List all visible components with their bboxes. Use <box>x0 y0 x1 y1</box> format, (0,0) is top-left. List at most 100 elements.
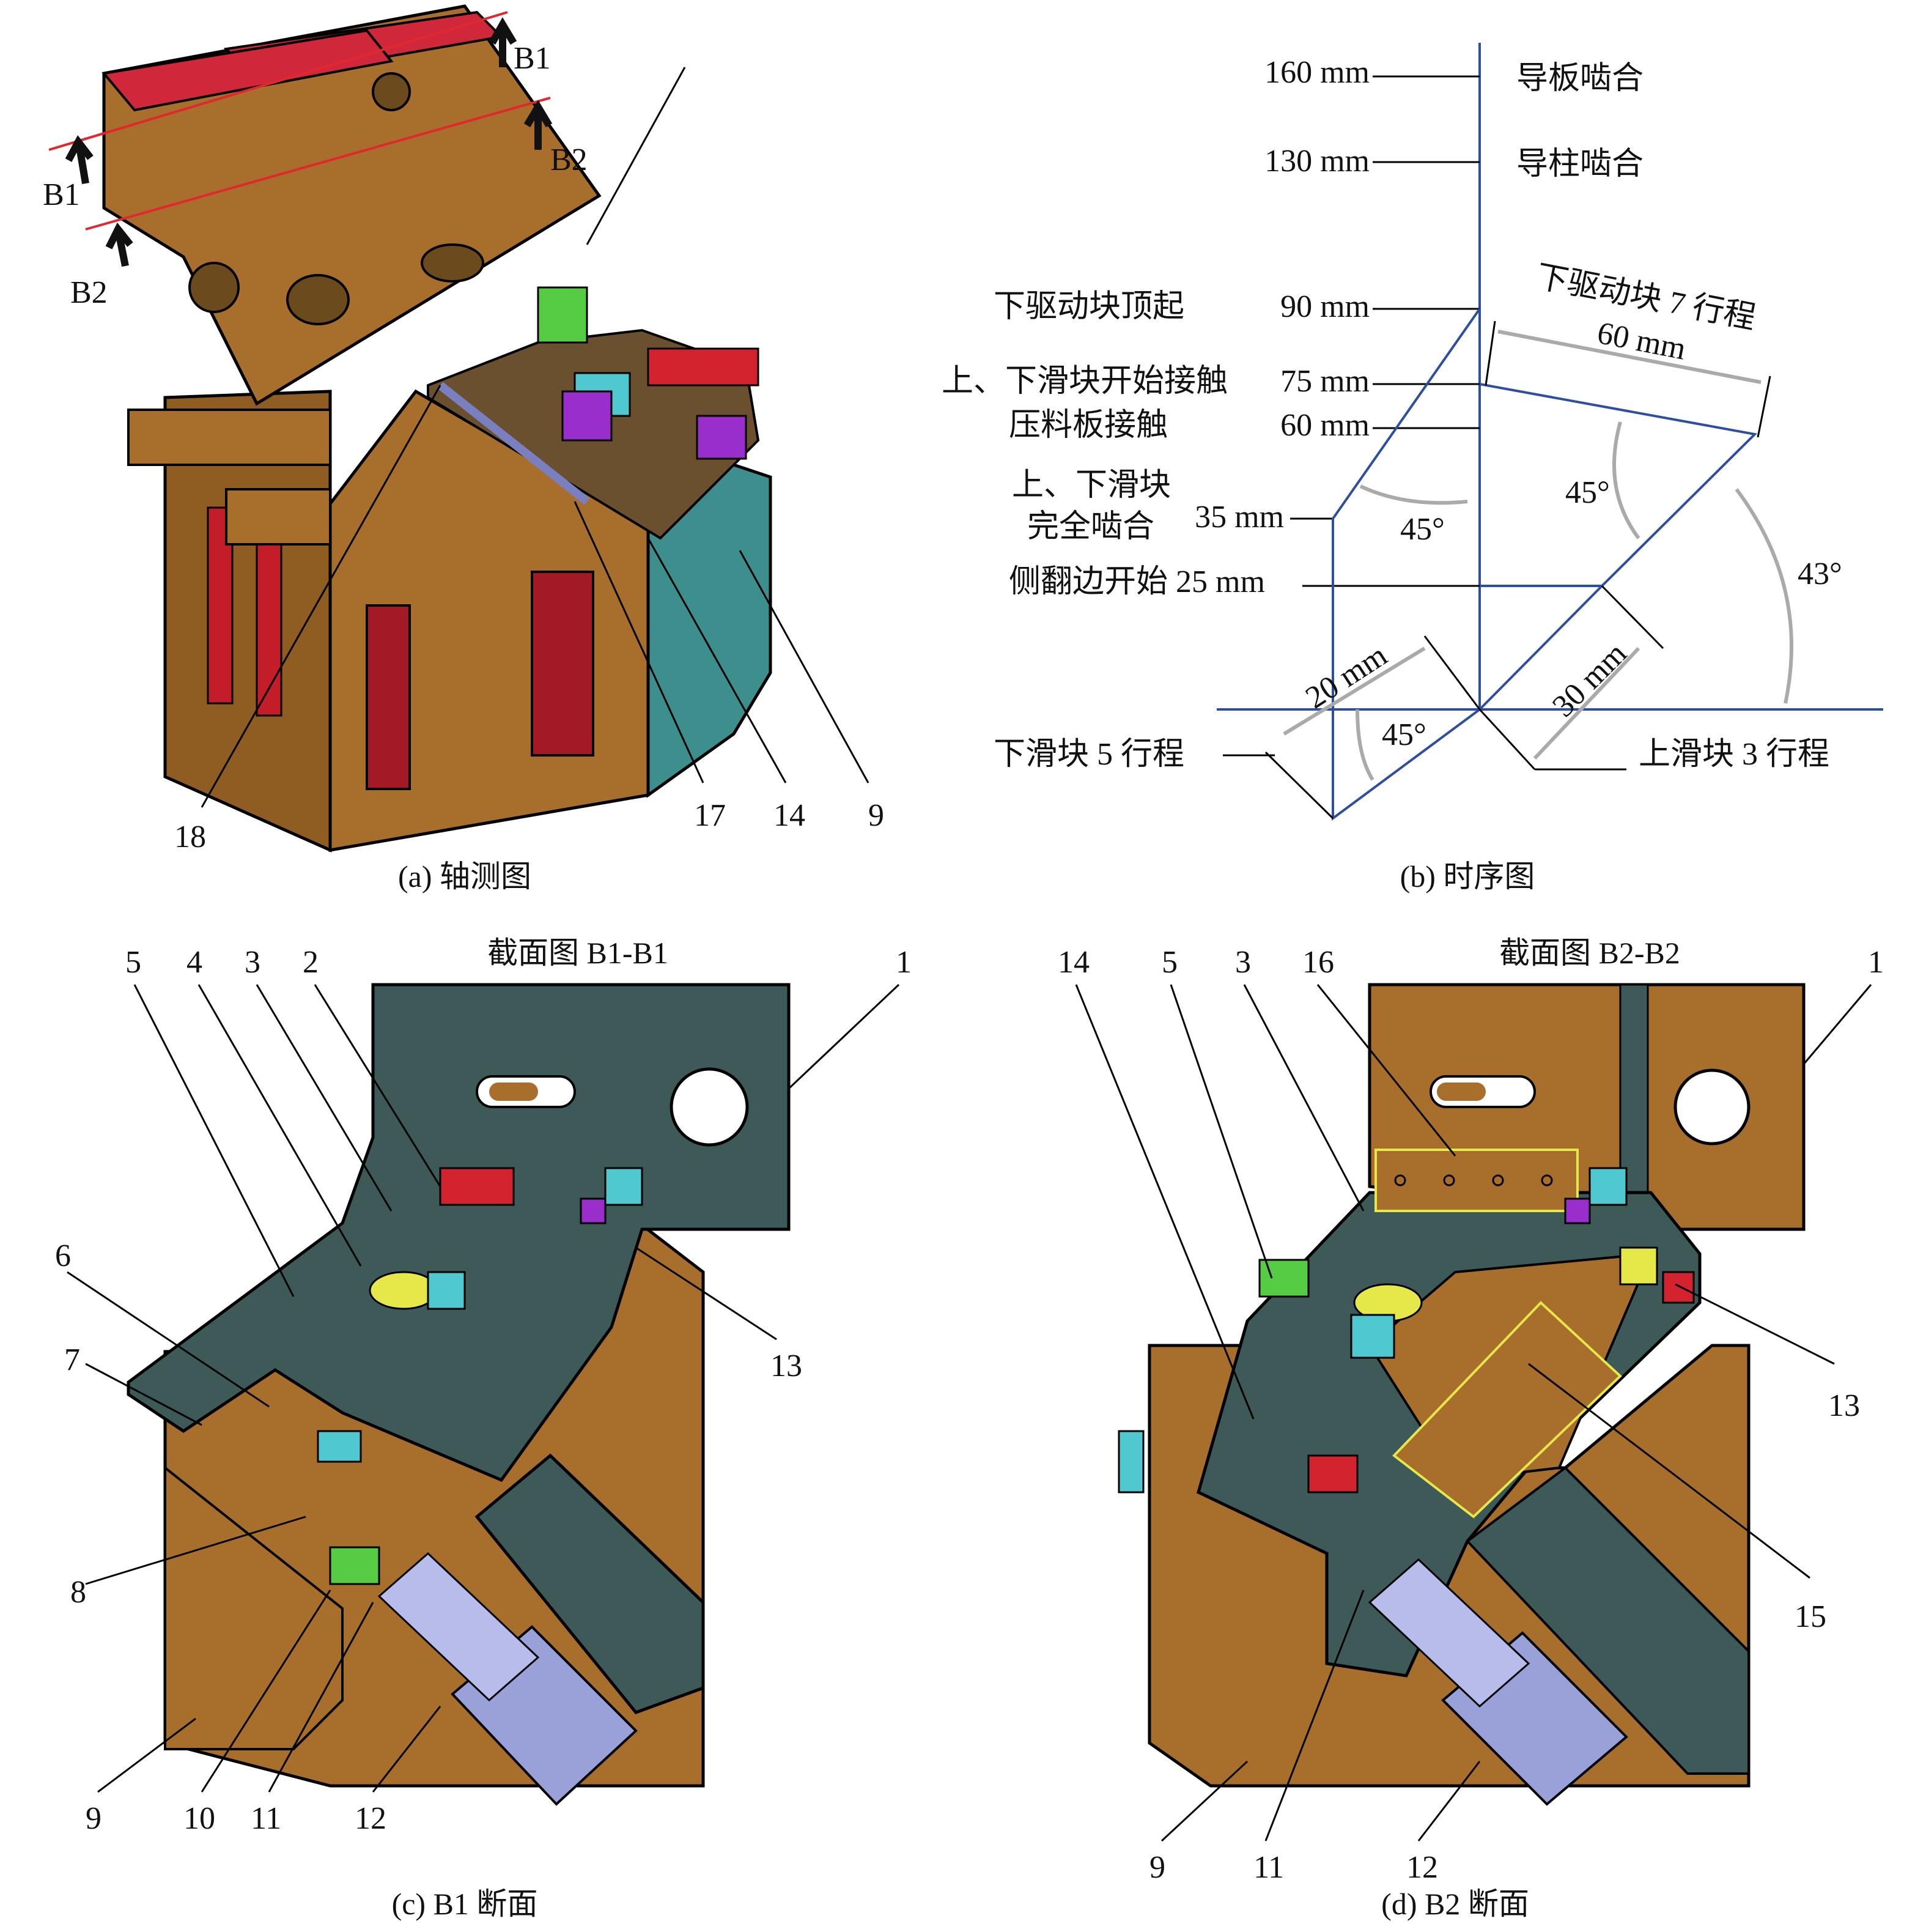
callout-d-12: 12 <box>1406 1850 1438 1885</box>
c-leader-6 <box>67 1271 270 1408</box>
c-leader-8 <box>85 1516 306 1585</box>
d-cyan-block <box>1588 1167 1628 1206</box>
c-leader-10 <box>201 1590 331 1793</box>
d-leader-1 <box>1802 984 1872 1065</box>
panel-d-b2-section: 截面图 B2-B2 <box>1058 936 1884 1921</box>
left-post-2 <box>256 531 282 717</box>
c-cyan-mid <box>427 1271 466 1310</box>
timeline-event-75: 上、下滑块开始接触 <box>942 364 1228 399</box>
section-mark-b2-right: B2 <box>550 142 588 177</box>
upper-slider-slope <box>1478 585 1603 711</box>
upper-hole-3 <box>421 243 484 283</box>
magenta-block <box>561 390 613 442</box>
d-plate-15 <box>1392 1301 1622 1519</box>
timeline-event-160: 导板啮合 <box>1516 61 1644 96</box>
d-leader-12 <box>1417 1761 1481 1841</box>
left-plate-lower <box>225 488 331 546</box>
c-green-block <box>329 1546 380 1585</box>
d-slot-inner <box>1437 1083 1486 1101</box>
c-leader-12 <box>372 1706 441 1793</box>
c-magenta-block <box>580 1197 607 1224</box>
timeline-value-160: 160 mm <box>1264 55 1370 90</box>
callout-a-17: 17 <box>694 798 726 833</box>
callout-c-12: 12 <box>355 1801 386 1836</box>
arrow-b1-right <box>489 17 517 67</box>
section-title-b2: 截面图 B2-B2 <box>1499 936 1680 970</box>
dim-lower-tick-b <box>1264 751 1334 820</box>
c-round-hole <box>670 1067 749 1147</box>
d-leader-3 <box>1243 984 1365 1212</box>
leader-9 <box>739 550 869 783</box>
caption-d: (d) B2 断面 <box>1381 1887 1529 1921</box>
callout-c-10: 10 <box>183 1801 215 1836</box>
d-plate-16-bolt-4 <box>1541 1174 1553 1186</box>
d-red-wedge <box>1307 1454 1359 1493</box>
caption-c: (c) B1 断面 <box>392 1887 538 1921</box>
upper-hole-2 <box>286 274 350 325</box>
timeline-event-130: 导柱啮合 <box>1516 147 1644 182</box>
dim-drive-block <box>1497 330 1762 384</box>
timeline-value-25: 侧翻边开始 25 mm <box>1009 564 1265 599</box>
dim-lower-tick-a <box>1423 635 1481 710</box>
timeline-value-75: 75 mm <box>1280 364 1370 399</box>
callout-c-1: 1 <box>896 945 912 980</box>
callout-c-3: 3 <box>245 945 260 980</box>
window-right <box>531 571 594 757</box>
d-round-hole <box>1673 1068 1751 1146</box>
callout-c-5: 5 <box>125 945 141 980</box>
d-cyan-mid <box>1350 1314 1395 1359</box>
upper-slider-path <box>1479 383 1758 587</box>
callout-d-16: 16 <box>1302 945 1334 980</box>
dim-drive-tick-b <box>1757 376 1771 438</box>
c-cyan-block-top <box>604 1167 643 1206</box>
arrow-b2-left <box>105 222 133 267</box>
callout-c-6: 6 <box>55 1238 71 1273</box>
d-leader-16 <box>1316 984 1456 1157</box>
callout-d-5: 5 <box>1162 945 1178 980</box>
caption-a: (a) 轴测图 <box>398 859 531 894</box>
d-cylinder-rod <box>1368 1558 1530 1708</box>
red-rail <box>647 347 759 387</box>
c-cyan-left <box>317 1430 362 1463</box>
d-red-block <box>1662 1271 1695 1304</box>
c-leader-5 <box>133 984 295 1297</box>
angle-label-left: 45° <box>1400 512 1445 547</box>
green-part <box>537 286 588 344</box>
c-diagonal-web <box>474 1453 705 1714</box>
panel-a-axonometric: B1 B2 B1 B2 18 17 14 9 (a) 轴测图 <box>43 4 884 894</box>
callout-d-15: 15 <box>1795 1599 1826 1634</box>
callout-a-18: 18 <box>174 820 206 854</box>
c-leader-2 <box>314 984 441 1187</box>
arrow-b2-right <box>523 100 553 150</box>
guide-rod <box>437 382 590 505</box>
d-leader-14 <box>1075 984 1255 1419</box>
upper-hole-4 <box>372 72 411 111</box>
c-cylinder-rod <box>377 1552 540 1702</box>
left-plate <box>127 409 331 466</box>
d-leader-13 <box>1675 1283 1835 1365</box>
angle-label-right: 43° <box>1798 557 1842 591</box>
c-leader-3 <box>256 984 393 1212</box>
section-title-b1: 截面图 B1-B1 <box>487 936 668 970</box>
dim-upper-slider <box>1533 646 1640 760</box>
callout-c-4: 4 <box>186 945 202 980</box>
panel-b-timing: 160 mm 导板啮合 130 mm 导柱啮合 90 mm 下驱动块顶起 75 … <box>942 43 1883 894</box>
section-line-b2 <box>85 97 551 231</box>
angle-label-mid: 45° <box>1565 475 1610 510</box>
c-leader-4 <box>197 984 362 1267</box>
d-leader-9 <box>1160 1760 1249 1842</box>
angle-arc-mid-45 <box>1612 421 1640 539</box>
dim-drive-tick-a <box>1485 320 1496 386</box>
callout-c-2: 2 <box>303 945 319 980</box>
callout-c-13: 13 <box>770 1349 802 1383</box>
callout-d-1: 1 <box>1868 945 1884 980</box>
c-leader-11 <box>268 1602 374 1793</box>
c-leader-7 <box>85 1363 202 1426</box>
callout-c-8: 8 <box>70 1575 86 1610</box>
upper-slider-stroke-label: 上滑块 3 行程 <box>1639 737 1829 772</box>
callout-d-11: 11 <box>1253 1850 1284 1885</box>
callout-d-9: 9 <box>1149 1850 1165 1885</box>
section-mark-b1-left: B1 <box>43 177 80 212</box>
callout-d-13: 13 <box>1828 1388 1860 1423</box>
